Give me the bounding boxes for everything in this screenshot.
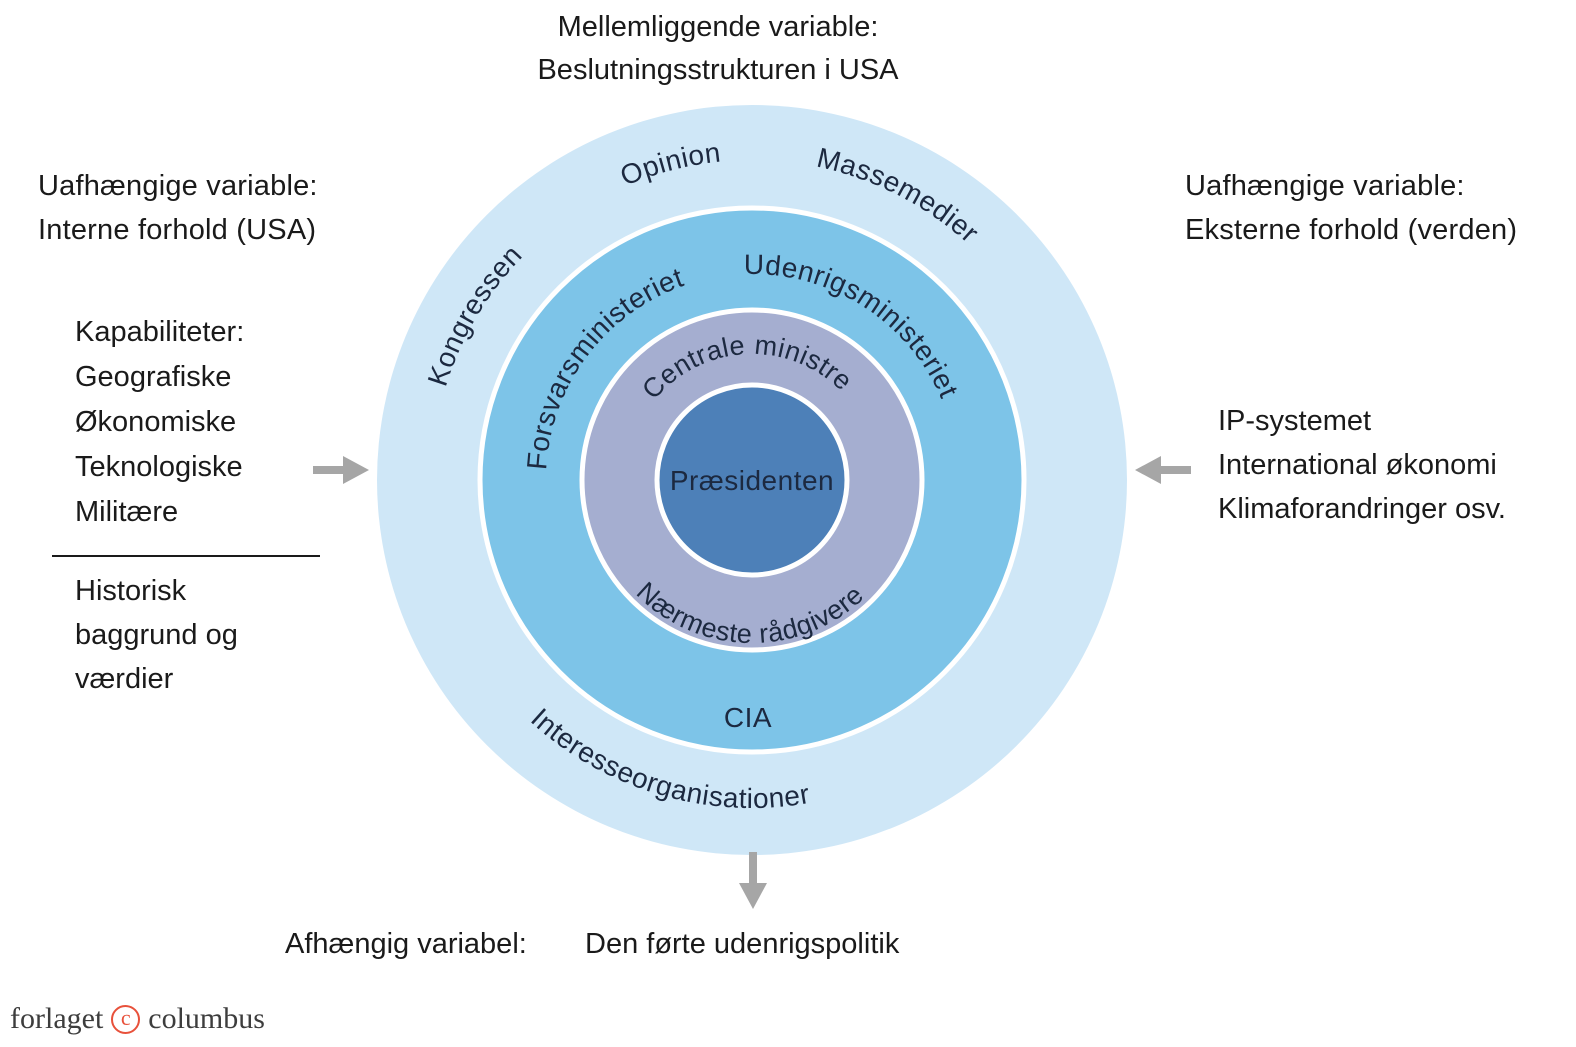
capability-item: Militære: [75, 496, 179, 528]
publisher-logo: forlaget c columbus: [10, 1002, 265, 1036]
right-heading-line1: Uafhængige variable:: [1185, 170, 1465, 202]
arrow-down-output-icon: [739, 852, 767, 909]
logo-word-columbus: columbus: [148, 1002, 265, 1035]
history-line: baggrund og: [75, 619, 238, 651]
dependent-variable-label: Afhængig variabel:: [285, 928, 527, 960]
left-heading-line1: Uafhængige variable:: [38, 170, 318, 202]
left-independent-variables-heading: Uafhængige variable: Interne forhold (US…: [38, 164, 318, 252]
capabilities-heading: Kapabiliteter:: [75, 316, 245, 348]
capabilities-list: Kapabiliteter: Geografiske Økonomiske Te…: [75, 310, 244, 535]
title-intermediate-variables: Mellemliggende variable: Beslutningsstru…: [418, 6, 1018, 92]
external-factor-item: IP-systemet: [1218, 405, 1372, 437]
label-cia: CIA: [724, 702, 772, 733]
arrow-left-into-circle-icon: [313, 456, 369, 484]
right-heading-line2: Eksterne forhold (verden): [1185, 214, 1518, 246]
arrow-right-into-circle-icon: [1135, 456, 1191, 484]
history-line: Historisk: [75, 575, 187, 607]
title-line1: Mellemliggende variable:: [557, 11, 879, 43]
capability-item: Teknologiske: [75, 451, 243, 483]
dependent-variable-value: Den førte udenrigspolitik: [585, 928, 900, 960]
external-factors-list: IP-systemet International økonomi Klimaf…: [1218, 399, 1506, 531]
label-praesidenten: Præsidenten: [670, 465, 834, 496]
center-circle: [654, 382, 850, 578]
capability-item: Økonomiske: [75, 406, 237, 438]
history-block: Historisk baggrund og værdier: [75, 569, 238, 701]
title-line2: Beslutningsstrukturen i USA: [537, 54, 899, 86]
left-divider-line: [52, 555, 320, 557]
copyright-c-icon: c: [111, 1004, 141, 1034]
external-factor-item: International økonomi: [1218, 449, 1497, 481]
external-factor-item: Klimaforandringer osv.: [1218, 493, 1506, 525]
capability-item: Geografiske: [75, 361, 232, 393]
history-line: værdier: [75, 663, 174, 695]
logo-word-forlaget: forlaget: [10, 1002, 104, 1035]
right-independent-variables-heading: Uafhængige variable: Eksterne forhold (v…: [1185, 164, 1517, 252]
left-heading-line2: Interne forhold (USA): [38, 214, 317, 246]
